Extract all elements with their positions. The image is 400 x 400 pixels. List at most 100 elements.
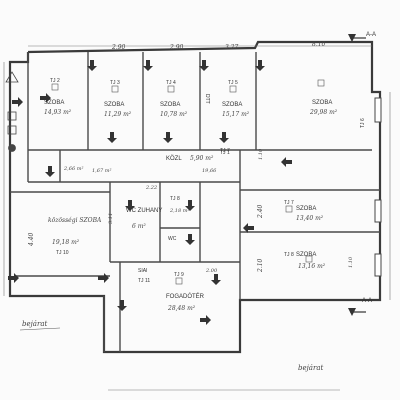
svg-text:közösségi SZOBA: közösségi SZOBA — [48, 217, 102, 224]
dim-top-0: 2.90 — [111, 44, 126, 51]
room-fogadoter: TJ 9 FOGADÓTÉR 28,48 m² — [166, 272, 205, 312]
svg-text:SZOBA: SZOBA — [312, 100, 332, 106]
svg-text:2,66 m²: 2,66 m² — [63, 166, 83, 172]
svg-text:TJ 3: TJ 3 — [110, 80, 120, 86]
svg-text:19,66: 19,66 — [202, 168, 217, 174]
arrow-right-icon — [98, 273, 109, 283]
svg-text:19,18 m²: 19,18 m² — [52, 239, 80, 246]
arrow-left-icon — [243, 223, 254, 233]
arrow-down-icon — [107, 132, 117, 143]
room-tj6: SZOBA 29,98 m² TJ 6 — [309, 79, 366, 128]
arrow-down-icon — [211, 274, 221, 285]
svg-text:13,16 m²: 13,16 m² — [298, 263, 326, 270]
svg-text:TJ 7: TJ 7 — [220, 148, 230, 154]
dim-top-2: 3.27 — [225, 44, 239, 51]
label-siai: SIAI — [138, 268, 147, 274]
svg-text:15,17 m²: 15,17 m² — [222, 111, 250, 118]
arrow-down-icon — [199, 60, 209, 71]
room-konyha: 2,66 m² — [63, 166, 83, 172]
svg-text:TJ 7: TJ 7 — [284, 200, 294, 206]
svg-text:FOGADÓTÉR: FOGADÓTÉR — [166, 293, 205, 300]
label-tj11: TJ 11 — [138, 278, 150, 284]
arrow-right-icon — [12, 97, 23, 107]
arrow-down-icon — [185, 234, 195, 245]
room-kozl: KÖZL 5,90 m² TJ 7 19,66 — [166, 148, 230, 174]
dim-top-1: 2.90 — [169, 44, 184, 51]
svg-text:14,93 m²: 14,93 m² — [44, 109, 72, 116]
arrow-left-icon — [281, 157, 292, 167]
arrow-right-icon — [200, 315, 211, 325]
arrow-down-icon — [117, 300, 127, 311]
room-wc-zuhany: WC ZUHANY 6 m² — [126, 208, 162, 230]
windows — [374, 97, 382, 277]
room-wc-small: WC 1,67 m² — [92, 168, 177, 242]
legend-column — [5, 71, 19, 152]
arrow-down-icon — [255, 60, 265, 71]
room-kozossegi: közösségi SZOBA 19,18 m² TJ 10 — [48, 217, 102, 256]
svg-text:13,40 m²: 13,40 m² — [296, 215, 324, 222]
svg-text:TJ 10: TJ 10 — [56, 250, 69, 256]
section-markers: A-A A-A — [348, 32, 376, 316]
svg-text:SZOBA: SZOBA — [44, 100, 64, 106]
svg-text:SZOBA: SZOBA — [160, 102, 180, 108]
svg-text:10,78 m²: 10,78 m² — [160, 111, 188, 118]
dim-mid-2: 2.22 — [145, 185, 157, 191]
svg-text:SZOBA: SZOBA — [104, 102, 124, 108]
svg-text:29,98 m²: 29,98 m² — [309, 109, 338, 116]
svg-text:2,18 m²: 2,18 m² — [169, 208, 189, 214]
svg-text:TJ 8: TJ 8 — [284, 252, 294, 258]
dim-mid-4: 1.10 — [348, 256, 354, 268]
section-marker-top: A-A — [366, 32, 376, 38]
room-tj3: TJ 3 SZOBA 11,29 m² — [104, 80, 132, 118]
svg-text:SZOBA: SZOBA — [222, 102, 242, 108]
svg-text:6 m²: 6 m² — [132, 223, 146, 230]
svg-text:SZOBA: SZOBA — [296, 206, 316, 212]
dim-top-3: 8.10 — [312, 41, 326, 48]
arrow-down-icon — [143, 60, 153, 71]
room-wc-tj8: TJ 8 2,18 m² — [169, 196, 189, 214]
dim-right-1: 2.10 — [257, 258, 264, 273]
dim-left-0: 4.40 — [28, 232, 35, 247]
room-tj4: TJ 4 SZOBA 10,78 m² — [160, 80, 188, 118]
label-dtt: DTT — [204, 94, 210, 104]
entrance-right-label: bejárat — [298, 364, 323, 372]
arrow-right-icon — [8, 273, 19, 283]
room-tj2: TJ 2 SZOBA 14,93 m² — [44, 78, 72, 116]
arrow-down-icon — [125, 200, 135, 211]
rooms: TJ 2 SZOBA 14,93 m² TJ 3 SZOBA 11,29 m² … — [44, 78, 366, 312]
arrow-down-icon — [45, 166, 55, 177]
svg-text:TJ 6: TJ 6 — [360, 118, 366, 128]
svg-text:WC ZUHANY: WC ZUHANY — [126, 208, 162, 214]
arrow-right-icon — [40, 93, 51, 103]
svg-text:11,29 m²: 11,29 m² — [104, 111, 132, 118]
arrow-markers — [8, 60, 292, 325]
arrow-down-icon — [163, 132, 173, 143]
dim-right-0: 2.40 — [257, 204, 264, 219]
dimension-lines — [3, 45, 391, 391]
room-tj8-right: TJ 8 SZOBA 13,16 m² — [284, 252, 326, 270]
room-tj7-right: TJ 7 SZOBA 13,40 m² — [284, 200, 324, 222]
svg-text:1,67 m²: 1,67 m² — [92, 168, 111, 174]
svg-text:28,48 m²: 28,48 m² — [167, 305, 196, 312]
arrow-down-icon — [219, 132, 229, 143]
svg-text:TJ 2: TJ 2 — [50, 78, 60, 84]
svg-text:TJ 8: TJ 8 — [170, 196, 180, 202]
svg-text:5,90 m²: 5,90 m² — [190, 155, 214, 162]
dim-mid-0: 3.11 — [108, 213, 114, 224]
side-dimensions: 4.40 2.40 2.10 3.11 1.10 2.22 2.00 1.10 — [28, 148, 354, 274]
svg-text:WC: WC — [168, 236, 177, 242]
room-tj5: TJ 5 SZOBA 15,17 m² — [222, 80, 250, 118]
svg-text:TJ 5: TJ 5 — [228, 80, 238, 86]
svg-text:TJ 9: TJ 9 — [174, 272, 184, 278]
svg-text:KÖZL: KÖZL — [166, 155, 182, 162]
label-tj1: TJ 1 — [220, 150, 230, 156]
dim-mid-1: 1.10 — [258, 148, 264, 160]
entrance-left-label: bejárat — [22, 320, 47, 328]
interior-walls — [10, 52, 380, 352]
section-marker-bottom: A-A — [362, 298, 372, 304]
arrow-down-icon — [185, 200, 195, 211]
svg-text:SZOBA: SZOBA — [296, 252, 316, 258]
arrow-down-icon — [87, 60, 97, 71]
svg-text:TJ 4: TJ 4 — [166, 80, 176, 86]
